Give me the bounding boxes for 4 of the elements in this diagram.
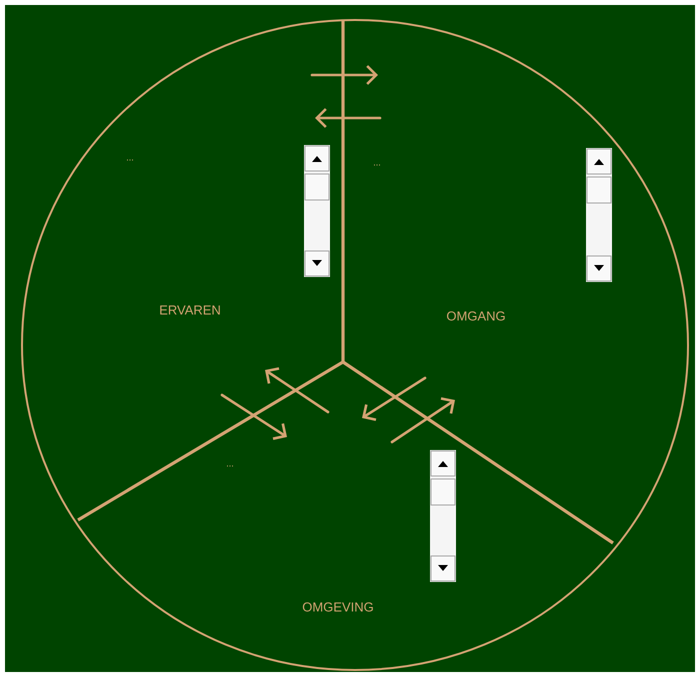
sector-label: OMGEVING <box>302 602 373 612</box>
sector-label: ERVAREN <box>160 306 220 314</box>
sector-label: OMGANG <box>447 311 505 321</box>
ellipsis-text: ... <box>374 164 380 166</box>
